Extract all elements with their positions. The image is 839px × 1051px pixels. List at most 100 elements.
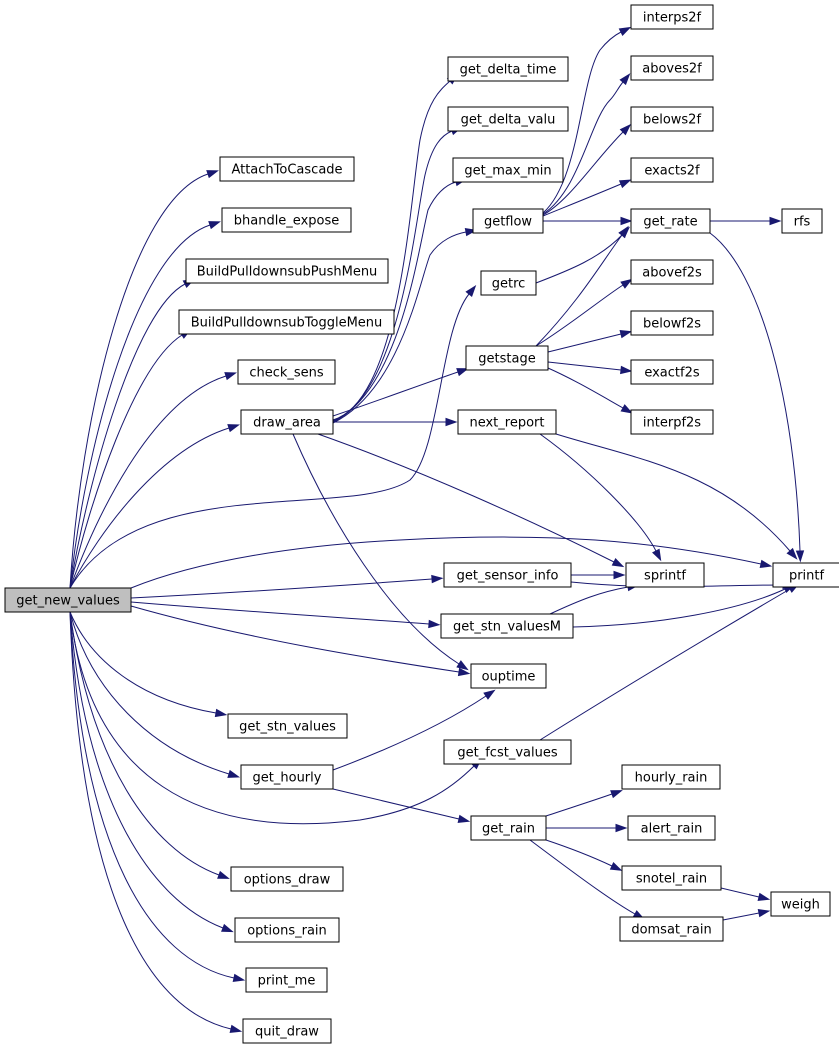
- node-alert-rain[interactable]: alert_rain: [627, 815, 716, 841]
- node-bhandle-expose[interactable]: bhandle_expose: [221, 207, 352, 233]
- edge-get_new_values-to-get_hourly: [69, 611, 241, 778]
- edge-line: [545, 793, 613, 817]
- node-label: hourly_rain: [635, 771, 708, 786]
- edge-line: [69, 283, 186, 589]
- arrowhead: [757, 908, 771, 918]
- node-next-report[interactable]: next_report: [457, 409, 557, 435]
- node-get-new-values[interactable]: get_new_values: [4, 587, 132, 613]
- edge-getflow-to-aboves2f: [542, 73, 631, 215]
- edge-line: [722, 912, 760, 921]
- node-check-sens[interactable]: check_sens: [237, 359, 336, 385]
- node-options-draw[interactable]: options_draw: [230, 866, 344, 892]
- edge-get_fcst_values-to-printf: [539, 583, 800, 741]
- node-get-stn-values[interactable]: get_stn_values: [227, 713, 348, 739]
- edge-line: [69, 611, 224, 929]
- node-box: [772, 562, 839, 588]
- arrowhead: [457, 814, 471, 823]
- node-box: [242, 1018, 332, 1044]
- edge-line: [539, 588, 791, 741]
- node-box: [630, 55, 714, 81]
- node-buildpulldownsubpushmenu[interactable]: BuildPulldownsubPushMenu: [185, 258, 389, 284]
- node-label: snotel_rain: [636, 872, 707, 887]
- edge-line: [69, 293, 470, 589]
- node-hourly-rain[interactable]: hourly_rain: [621, 764, 721, 790]
- edge-line: [69, 611, 220, 876]
- node-getflow[interactable]: getflow: [472, 208, 544, 234]
- node-interpf2s[interactable]: interpf2s: [630, 409, 714, 435]
- node-get-stn-valuesm[interactable]: get_stn_valuesM: [440, 613, 574, 639]
- node-box: [245, 967, 328, 993]
- edge-line: [69, 173, 209, 589]
- edge-get_new_values-to-check_sens: [69, 372, 237, 589]
- edge-line: [130, 605, 460, 673]
- edge-next_report-to-printf: [555, 433, 798, 560]
- edge-draw_area-to-getflow: [332, 227, 478, 424]
- node-label: rfs: [794, 215, 811, 230]
- node-box: [443, 739, 572, 765]
- node-printf[interactable]: printf: [772, 562, 839, 588]
- edge-get_new_values-to-ouptime: [130, 605, 471, 677]
- node-get-rate[interactable]: get_rate: [630, 208, 711, 234]
- arrowhead: [217, 870, 230, 879]
- edge-line: [542, 81, 624, 215]
- node-get-hourly[interactable]: get_hourly: [240, 764, 334, 790]
- node-box: [465, 345, 549, 371]
- node-interps2f[interactable]: interps2f: [630, 4, 714, 30]
- node-options-rain[interactable]: options_rain: [234, 917, 340, 943]
- node-label: get_new_values: [16, 594, 120, 609]
- node-box: [621, 865, 722, 891]
- node-box: [447, 56, 569, 82]
- node-abovef2s[interactable]: abovef2s: [630, 259, 714, 285]
- node-belowf2s[interactable]: belowf2s: [630, 310, 714, 336]
- node-belows2f[interactable]: belows2f: [630, 106, 714, 132]
- node-label: get_rate: [643, 215, 697, 230]
- node-box: [230, 866, 344, 892]
- edge-line: [549, 586, 629, 615]
- edge-line: [547, 333, 622, 353]
- node-aboves2f[interactable]: aboves2f: [630, 55, 714, 81]
- node-exactf2s[interactable]: exactf2s: [630, 359, 714, 385]
- arrowhead: [224, 372, 237, 381]
- arrowhead: [208, 221, 221, 230]
- node-get-rain[interactable]: get_rain: [470, 815, 547, 841]
- arrowhead: [456, 368, 469, 377]
- node-print-me[interactable]: print_me: [245, 967, 328, 993]
- edge-line: [545, 839, 613, 867]
- node-label: get_delta_valu: [461, 113, 556, 128]
- edge-getstage-to-belowf2s: [547, 330, 633, 353]
- node-get-delta-valu[interactable]: get_delta_valu: [447, 106, 569, 132]
- node-snotel-rain[interactable]: snotel_rain: [621, 865, 722, 891]
- edge-line: [332, 788, 460, 820]
- node-getstage[interactable]: getstage: [465, 345, 549, 371]
- arrowhead: [618, 179, 632, 189]
- arrowhead: [214, 708, 228, 718]
- node-draw-area[interactable]: draw_area: [240, 409, 334, 435]
- node-get-max-min[interactable]: get_max_min: [452, 157, 564, 183]
- node-weigh[interactable]: weigh: [770, 891, 831, 917]
- node-buildpulldownsubtogglemenu[interactable]: BuildPulldownsubToggleMenu: [178, 309, 395, 335]
- node-box: [178, 309, 395, 335]
- node-exacts2f[interactable]: exacts2f: [630, 157, 714, 183]
- edge-line: [709, 232, 801, 552]
- node-attachtocascade[interactable]: AttachToCascade: [219, 156, 355, 182]
- node-getrc[interactable]: getrc: [480, 270, 537, 296]
- edge-line: [69, 611, 217, 714]
- edge-line: [529, 839, 636, 915]
- edge-getstage-to-abovef2s: [535, 278, 633, 347]
- node-quit-draw[interactable]: quit_draw: [242, 1018, 332, 1044]
- arrowhead: [457, 667, 471, 677]
- node-get-delta-time[interactable]: get_delta_time: [447, 56, 569, 82]
- edge-get_sensor_info-to-sprintf: [571, 570, 626, 580]
- node-get-fcst-values[interactable]: get_fcst_values: [443, 739, 572, 765]
- node-sprintf[interactable]: sprintf: [625, 562, 705, 588]
- node-label: check_sens: [249, 366, 324, 381]
- node-box: [621, 764, 721, 790]
- node-ouptime[interactable]: ouptime: [470, 663, 547, 689]
- node-label: alert_rain: [641, 822, 703, 837]
- edge-next_report-to-sprintf: [539, 433, 662, 562]
- node-rfs[interactable]: rfs: [781, 208, 823, 234]
- node-get-sensor-info[interactable]: get_sensor_info: [443, 562, 572, 588]
- node-domsat-rain[interactable]: domsat_rain: [619, 916, 724, 942]
- edge-draw_area-to-ouptime: [292, 433, 469, 671]
